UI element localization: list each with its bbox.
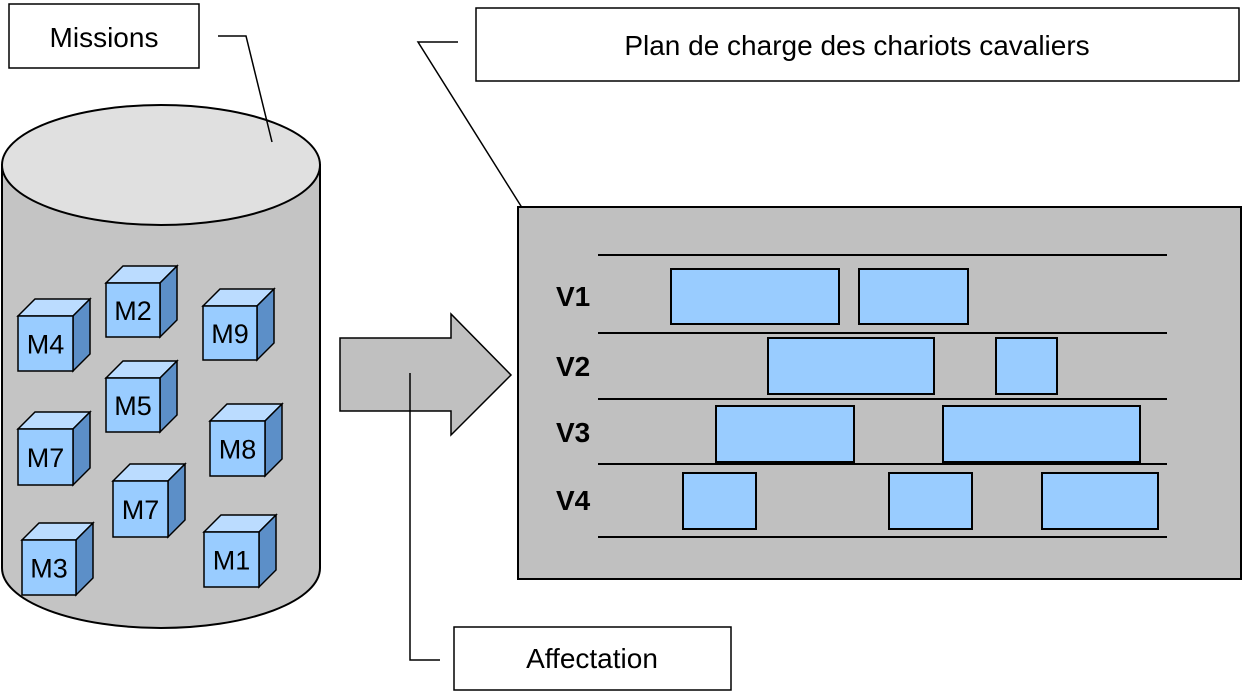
affectation-callout-label: Affectation [526,643,658,674]
assignment-arrow [339,312,513,437]
mission-cube-label: M1 [213,546,251,576]
task-block-v1-2 [858,268,969,325]
task-block-v2-2 [995,337,1058,395]
affectation-callout-leader [409,373,440,661]
mission-cube: M7 [16,410,92,487]
task-block-v4-1 [682,472,757,530]
task-block-v3-2 [942,405,1141,463]
mission-cube-label: M5 [114,391,152,421]
missions-callout-leader [218,35,273,143]
missions-callout: Missions [8,3,273,143]
plan-callout-label: Plan de charge des chariots cavaliers [624,30,1089,61]
load-plan-lines [598,254,1167,538]
mission-cube: M3 [20,521,95,597]
affectation-callout: Affectation [409,373,732,691]
mission-cube-label: M7 [27,443,65,473]
cube-front-face [105,282,161,338]
plan-callout-leader [416,41,537,231]
mission-cube: M5 [104,359,179,434]
cube-front-face [203,531,260,588]
mission-cube-label: M7 [122,495,160,525]
missions-callout-label: Missions [50,22,159,53]
row-labels: V1 V2 V3 V4 [556,281,591,516]
mission-cube: M8 [208,402,284,478]
cube-front-face [17,428,74,486]
task-block-v4-3 [1041,472,1159,530]
plan-callout: Plan de charge des chariots cavaliers [416,7,1240,231]
task-block-v1-1 [670,268,840,325]
mission-cube: M7 [111,462,187,539]
cube-front-face [202,305,258,361]
mission-cube: M2 [104,264,179,339]
task-block-v3-1 [715,405,855,463]
missions-callout-box [8,3,200,69]
row-label-v4: V4 [556,485,591,516]
row-label-v3: V3 [556,417,590,448]
affectation-callout-box [453,626,732,691]
plan-callout-box [475,7,1240,82]
cube-front-face [17,315,74,372]
task-block-v4-2 [888,472,973,530]
cube-front-face [21,539,77,596]
task-blocks [670,268,1159,530]
row-label-v2: V2 [556,351,590,382]
cube-front-face [112,480,169,538]
cube-front-face [105,377,161,433]
mission-cube-label: M9 [211,319,249,349]
mission-cube: M1 [202,513,278,589]
mission-cube-label: M8 [219,435,257,465]
mission-cube-label: M4 [27,330,65,360]
row-label-v1: V1 [556,281,590,312]
cube-front-face [209,420,266,477]
cylinder-top [1,104,321,226]
task-block-v2-1 [767,337,935,395]
mission-cube-label: M2 [114,296,152,326]
mission-cube: M4 [16,297,92,373]
mission-cube: M9 [201,287,276,362]
load-plan-panel: V1 V2 V3 V4 [517,206,1242,580]
mission-cube-label: M3 [30,554,68,584]
